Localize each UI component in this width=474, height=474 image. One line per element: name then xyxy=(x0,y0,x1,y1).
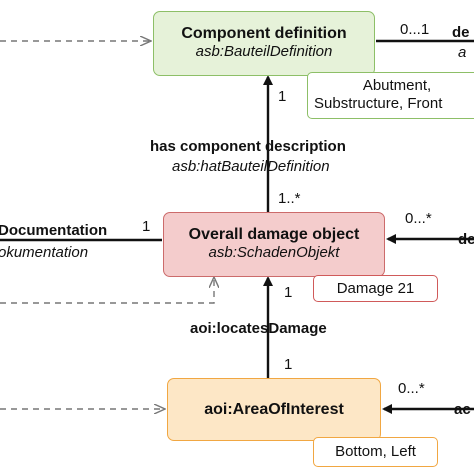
note-line-2: Substructure, Front xyxy=(314,95,443,112)
dashed-arrow-to-damage-object xyxy=(0,278,214,304)
node-area-of-interest[interactable]: aoi:AreaOfInterest xyxy=(167,378,381,441)
multiplicity-right-top: 0...1 xyxy=(400,21,430,38)
multiplicity-right-bottom: 0...* xyxy=(398,380,425,397)
edge-label-has-component-description: has component description xyxy=(150,138,346,155)
multiplicity-source-locates-damage: 1 xyxy=(284,356,293,373)
edge-label-locates-damage: aoi:locatesDamage xyxy=(190,320,327,337)
node-title: aoi:AreaOfInterest xyxy=(204,401,344,418)
multiplicity-target-has-component-description: 1 xyxy=(278,88,287,105)
multiplicity-source-has-component-description: 1..* xyxy=(278,190,301,207)
edge-label-right-middle: de xyxy=(458,231,474,248)
multiplicity-target-locates-damage: 1 xyxy=(284,284,293,301)
node-overall-damage-object[interactable]: Overall damage object asb:SchadenObjekt xyxy=(163,212,385,277)
note-component-types: Abutment, Substructure, Front xyxy=(307,72,474,119)
note-damage-instance: Damage 21 xyxy=(313,275,438,302)
node-title: Overall damage object xyxy=(188,226,360,243)
multiplicity-right-middle: 0...* xyxy=(405,210,432,227)
edge-property-has-component-description: asb:hatBauteilDefinition xyxy=(172,158,330,175)
edge-label-right-bottom: ac xyxy=(454,401,471,418)
multiplicity-documentation: 1 xyxy=(142,218,151,235)
edge-label-right-top: de xyxy=(452,24,470,41)
node-subtitle: asb:BauteilDefinition xyxy=(195,43,333,60)
note-line-1: Abutment, xyxy=(362,77,432,94)
edge-label-documentation: Documentation xyxy=(0,222,108,239)
node-component-definition[interactable]: Component definition asb:BauteilDefiniti… xyxy=(153,11,375,76)
note-area-position: Bottom, Left xyxy=(313,437,438,467)
node-subtitle: asb:SchadenObjekt xyxy=(208,244,340,261)
edge-property-right-top: a xyxy=(458,44,467,61)
edge-property-documentation: okumentation xyxy=(0,244,89,261)
node-title: Component definition xyxy=(181,25,347,42)
